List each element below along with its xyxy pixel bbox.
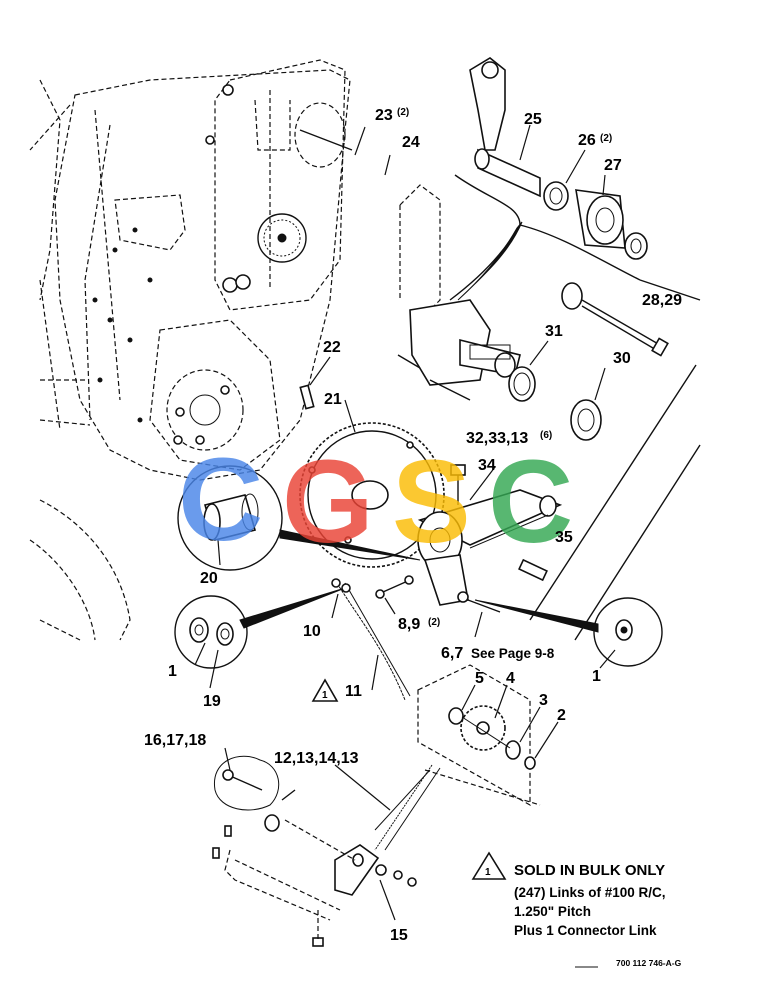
callout-31: 31	[545, 323, 563, 340]
callout-16-17-18: 16,17,18	[144, 732, 206, 749]
drive-arm-assembly	[449, 57, 648, 301]
callout-28-29: 28,29	[642, 292, 682, 309]
callout-20: 20	[200, 570, 218, 587]
idler-sprocket-assembly	[417, 664, 536, 807]
callout-30: 30	[613, 350, 631, 367]
callout-27: 27	[604, 157, 622, 174]
detail-roller-1-19	[174, 587, 346, 669]
note-line-3: Plus 1 Connector Link	[514, 923, 657, 938]
roller-chain	[331, 575, 414, 701]
note-triangle-symbol: 1	[485, 867, 491, 878]
watermark: C G S C	[178, 434, 573, 568]
watermark-letter-s: S	[392, 436, 471, 568]
callout-1-right: 1	[592, 668, 601, 685]
callout-23: 23	[375, 107, 393, 124]
note-title: SOLD IN BULK ONLY	[514, 862, 665, 879]
callout-3: 3	[539, 692, 548, 709]
watermark-letter-c1: C	[178, 434, 263, 566]
callout-32-33-13: 32,33,13	[466, 430, 528, 447]
callout-22: 22	[323, 339, 341, 356]
callout-26-qty: (2)	[600, 133, 612, 144]
callout-21: 21	[324, 391, 342, 408]
callout-8-9-qty: (2)	[428, 617, 440, 628]
watermark-letter-c2: C	[488, 436, 573, 568]
callout-6-7-note: See Page 9-8	[471, 646, 555, 661]
detail-bushing-20	[177, 465, 421, 571]
callout-8-9: 8,9	[398, 616, 420, 633]
bulk-note-triangle-chain: 1	[311, 678, 339, 702]
callout-32-qty: (6)	[540, 430, 552, 441]
callout-labels: 23 (2) 24 25 26 (2) 27 28,29 31 30 22 21…	[144, 107, 682, 944]
drawing-number: 700 112 746-A-G	[616, 958, 682, 968]
callout-10: 10	[303, 623, 321, 640]
callout-12-13-14-13: 12,13,14,13	[274, 750, 359, 767]
callout-19: 19	[203, 693, 221, 710]
callout-2: 2	[557, 707, 566, 724]
triangle-chain-symbol: 1	[322, 690, 328, 701]
bulk-note: 1 SOLD IN BULK ONLY (247) Links of #100 …	[471, 851, 666, 938]
note-line-1: (247) Links of #100 R/C,	[514, 885, 666, 900]
callout-5: 5	[475, 670, 484, 687]
callout-4: 4	[506, 670, 515, 687]
callout-35: 35	[555, 529, 573, 546]
callout-1-left: 1	[168, 663, 177, 680]
callout-11: 11	[345, 683, 362, 700]
callout-34: 34	[478, 457, 496, 474]
callout-25: 25	[524, 111, 542, 128]
large-sprocket	[299, 384, 445, 568]
detail-roller-1-right	[474, 597, 663, 667]
leader-lines	[194, 124, 616, 921]
hub-and-shaft	[417, 464, 563, 613]
baler-frame	[29, 59, 353, 641]
callout-6-7: 6,7	[441, 645, 463, 662]
callout-15: 15	[390, 927, 408, 944]
callout-24: 24	[402, 134, 420, 151]
frame-edge-lines	[529, 279, 701, 641]
callout-26: 26	[578, 132, 596, 149]
idler-arm-assembly	[397, 184, 669, 441]
note-line-2: 1.250" Pitch	[514, 904, 591, 919]
watermark-letter-g: G	[282, 436, 374, 568]
tightener-spring	[212, 755, 541, 947]
callout-23-qty: (2)	[397, 107, 409, 118]
